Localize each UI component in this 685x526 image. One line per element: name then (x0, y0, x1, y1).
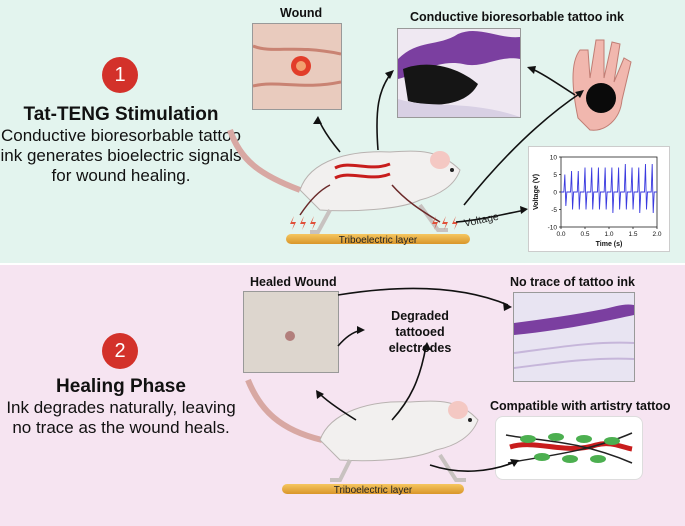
arrowheads-top (313, 66, 584, 214)
x-tick-label: 0.0 (556, 231, 565, 238)
y-tick-label: -5 (551, 207, 557, 214)
ink-histology-image (397, 28, 521, 118)
triboelectric-layer-top (286, 234, 470, 244)
x-tick-label: 2.0 (652, 231, 661, 238)
x-axis-label: Time (s) (596, 241, 623, 248)
compatible-tattoo-label: Compatible with artistry tattoo (490, 399, 671, 413)
degraded-electrodes-label: Degraded tattooed electrodes (388, 309, 452, 355)
panel-divider (0, 263, 685, 265)
arrow-to-healed (317, 391, 357, 421)
y-tick-label: -10 (548, 225, 558, 232)
arrow-to-chart (455, 209, 526, 223)
wound-photo-image (253, 24, 341, 109)
x-tick-label: 1.5 (628, 231, 637, 238)
arrow-to-no-trace (337, 287, 509, 306)
y-tick-label: 5 (553, 172, 557, 179)
ink-label: Conductive bioresorbable tattoo ink (410, 10, 624, 24)
triboelectric-layer-bottom (282, 484, 464, 494)
arrow-to-ink (376, 71, 393, 151)
arrow-from-paw (529, 67, 576, 96)
step-1-title: Tat-TENG Stimulation (23, 104, 219, 125)
step-2-badge: 2 (102, 333, 138, 369)
arrow-rat-to-paw (463, 91, 583, 206)
wound-photo (252, 23, 342, 110)
voltage-series-line (561, 163, 657, 214)
arrowheads-bottom (316, 302, 519, 467)
lightning-icons-top (290, 216, 458, 230)
step-1-badge: 1 (102, 57, 138, 93)
wound-label: Wound (280, 6, 323, 20)
step-2-description: Ink degrades naturally, leaving no trace… (6, 398, 236, 437)
rat-top-illustration (227, 129, 461, 234)
arrow-to-degraded (391, 345, 427, 421)
step-2-title: Healing Phase (56, 376, 186, 397)
triboelectric-label-top: Triboelectric layer (338, 235, 418, 246)
artistry-tattoo-image (495, 416, 643, 480)
triboelectric-label-bottom: Triboelectric layer (333, 485, 413, 496)
artistry-tattoo-drawing (505, 432, 633, 464)
arrow-to-artistry (429, 461, 516, 472)
step-1-description: Conductive bioresorbable tattoo ink gene… (0, 126, 242, 185)
y-axis-label: Voltage (V) (533, 174, 540, 210)
y-tick-label: 0 (553, 190, 557, 197)
arrows-top (317, 67, 583, 223)
x-tick-label: 0.5 (580, 231, 589, 238)
healed-wound-drawing (244, 292, 338, 372)
x-tick-label: 1.0 (604, 231, 613, 238)
no-trace-histology-image (513, 292, 635, 382)
healed-wound-label: Healed Wound (250, 275, 337, 289)
no-trace-histology-drawing (514, 293, 634, 381)
ink-histology-drawing (398, 29, 520, 117)
y-tick-label: 10 (550, 155, 558, 162)
rat-bottom-illustration (245, 378, 479, 482)
no-trace-label: No trace of tattoo ink (510, 275, 636, 289)
healed-wound-photo (243, 291, 339, 373)
